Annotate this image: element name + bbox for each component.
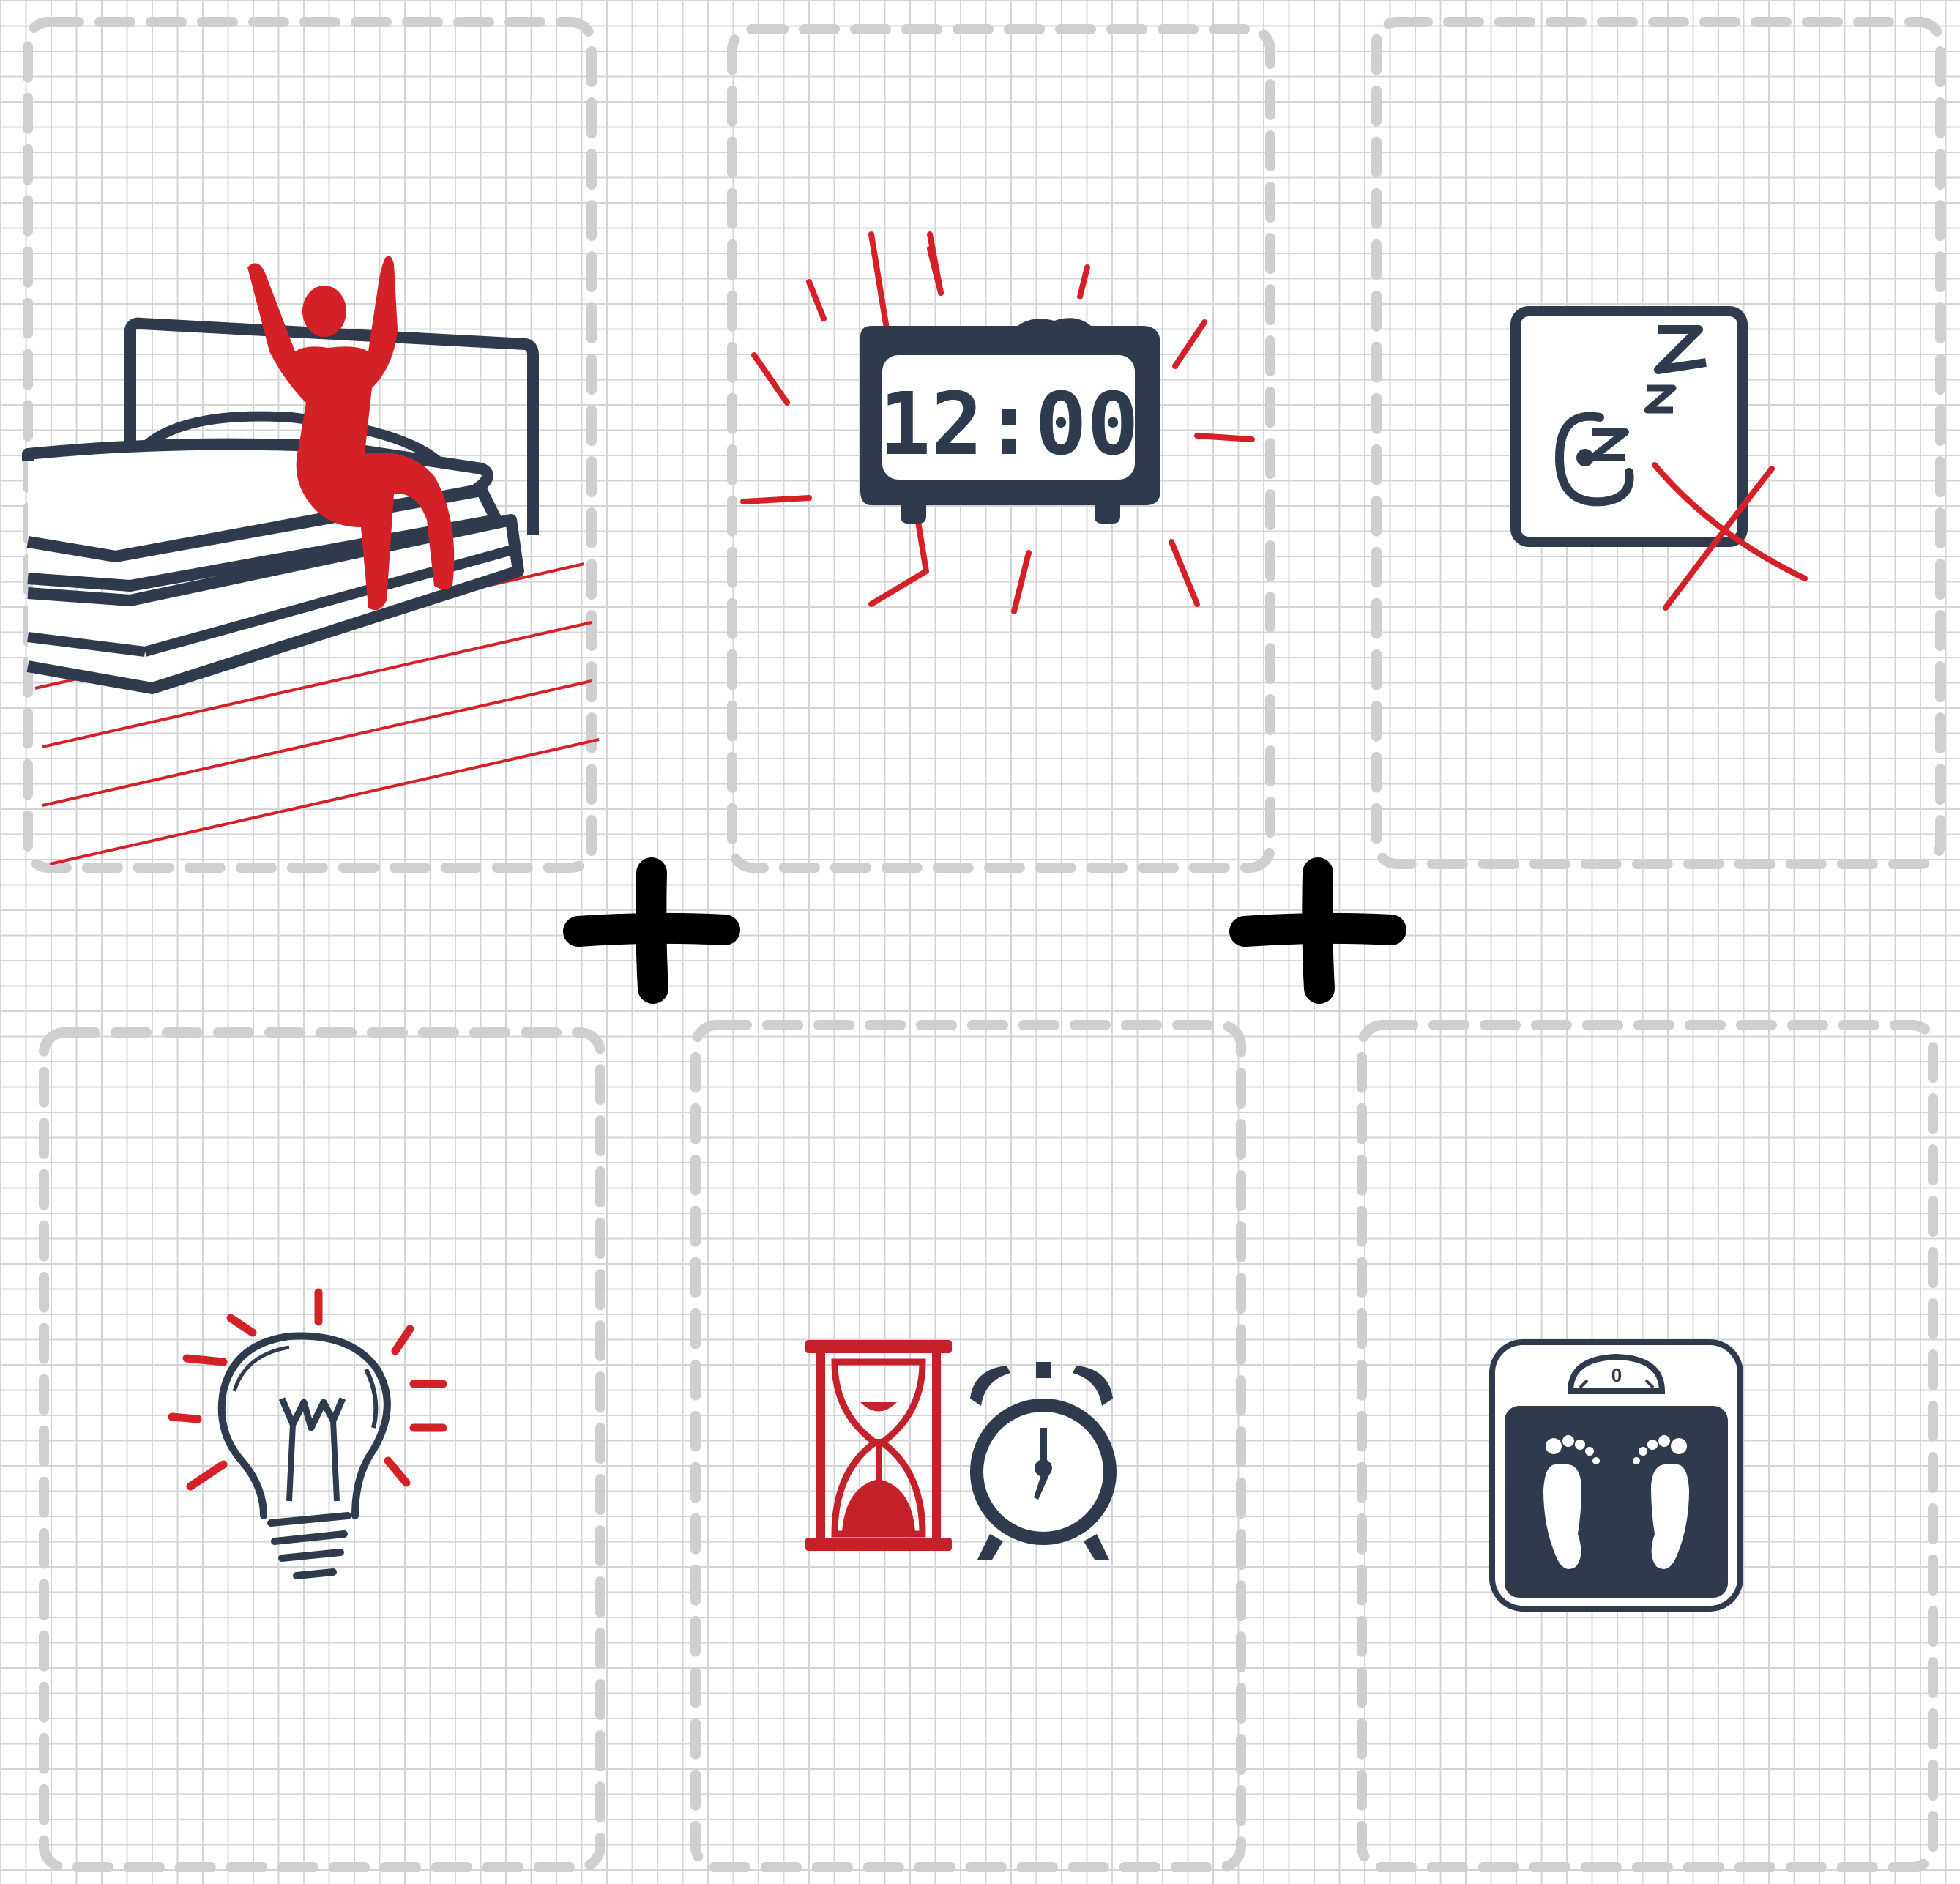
alarm-clock-digital-icon: 12:00 (732, 234, 1274, 615)
plus-sign-icon (556, 857, 750, 1007)
waking-up-in-bed-icon (28, 242, 599, 864)
lightbulb-idea-icon (161, 1289, 454, 1596)
clock-display: 12:00 (879, 373, 1139, 474)
plus-sign-icon (1223, 857, 1417, 1007)
hourglass-and-alarm-clock-icon (805, 1340, 1128, 1567)
scale-dial-readout: 0 (1611, 1364, 1622, 1386)
bathroom-scale-icon: 0 (1486, 1336, 1746, 1615)
no-sleep-icon (1508, 308, 1816, 622)
